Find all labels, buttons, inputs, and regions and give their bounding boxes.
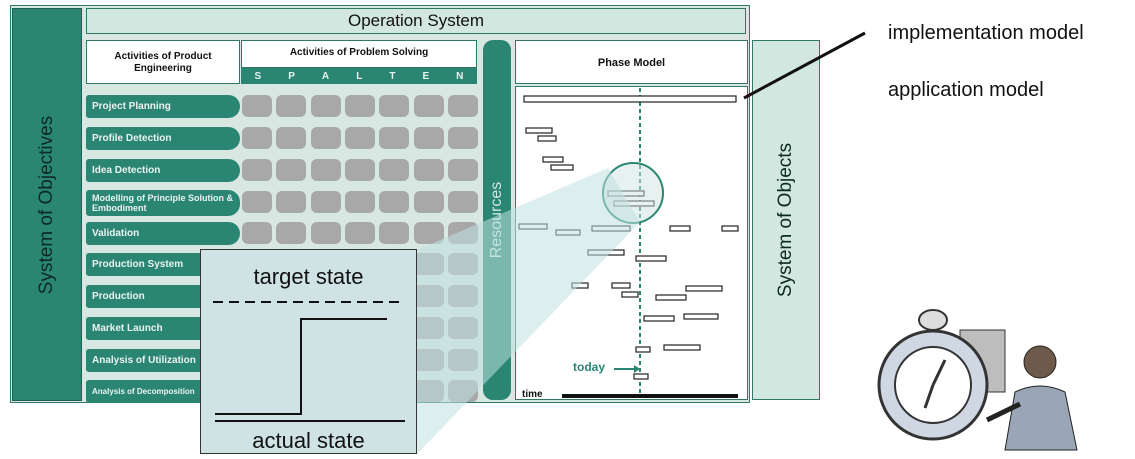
watch-hand (923, 384, 935, 409)
today-arrowhead (634, 365, 640, 373)
gantt-bar (633, 373, 649, 380)
activities-problem-label: Activities of Problem Solving (289, 47, 429, 58)
gantt-bar (611, 282, 631, 289)
actual-state-label: actual state (252, 428, 365, 453)
target-state-label: target state (253, 264, 364, 289)
row-label-profile-detection: Profile Detection (86, 127, 240, 150)
row-label-validation: Validation (86, 222, 240, 245)
gantt-bar (643, 315, 675, 322)
time-label: time (522, 389, 543, 400)
gantt-bar (683, 313, 719, 320)
spalten-letter: T (389, 70, 396, 82)
gantt-bar (663, 344, 701, 351)
spalten-letter: E (422, 70, 430, 82)
gantt-bar (542, 156, 564, 163)
gantt-bar (635, 255, 667, 262)
cell-row (242, 159, 478, 182)
man-head (1023, 345, 1057, 379)
cell-row (242, 127, 478, 150)
step-line (215, 318, 387, 415)
system-of-objects-band: System of Objects (752, 40, 820, 400)
implementation-model-label: implementation model (888, 22, 1084, 44)
today-label: today (573, 360, 606, 374)
magnifier-beam (417, 168, 640, 454)
cell-row (242, 95, 478, 118)
activities-product-label: Activities of Product Engineering (114, 51, 212, 74)
system-of-objectives-band: System of Objectives (12, 8, 82, 401)
stopwatch-businessman-clipart (877, 309, 1078, 451)
man-body (1004, 385, 1078, 451)
gantt-bar (669, 225, 691, 232)
gantt-bar (685, 285, 723, 292)
cell-row (242, 222, 478, 245)
gantt-bar (655, 294, 687, 301)
row-label-modelling: Modelling of Principle Solution & Embodi… (86, 190, 240, 216)
spalten-letter: L (356, 70, 363, 82)
phase-model-label: Phase Model (597, 57, 666, 69)
operation-system-header: Operation System (86, 8, 746, 34)
phase-model-header: Phase Model (515, 40, 748, 84)
spalten-row: S P A L T E N (241, 68, 477, 84)
spalten-letter: P (288, 70, 295, 82)
row-label-project-planning: Project Planning (86, 95, 240, 118)
state-callout: target state actual state (200, 249, 417, 454)
row-label-idea-detection: Idea Detection (86, 159, 240, 182)
cell-row (242, 191, 478, 214)
state-step-diagram (213, 301, 405, 422)
gantt-bar (523, 95, 737, 103)
spalten-letter: N (456, 70, 464, 82)
gantt-bar (537, 135, 557, 142)
activities-product-header: Activities of Product Engineering (86, 40, 240, 84)
gantt-bar (635, 346, 651, 353)
spalten-letter: A (321, 70, 330, 82)
activities-problem-header: Activities of Problem Solving (241, 40, 477, 68)
application-model-label: application model (888, 79, 1044, 101)
gantt-bar (621, 291, 639, 298)
watch-crown (918, 309, 948, 331)
gantt-bar (550, 164, 574, 171)
watch-hand (931, 359, 947, 386)
spalten-letter: S (254, 70, 262, 82)
gantt-bar (525, 127, 553, 134)
man-arm (985, 401, 1022, 423)
pointer-line (743, 31, 866, 100)
gantt-bar (721, 225, 739, 232)
